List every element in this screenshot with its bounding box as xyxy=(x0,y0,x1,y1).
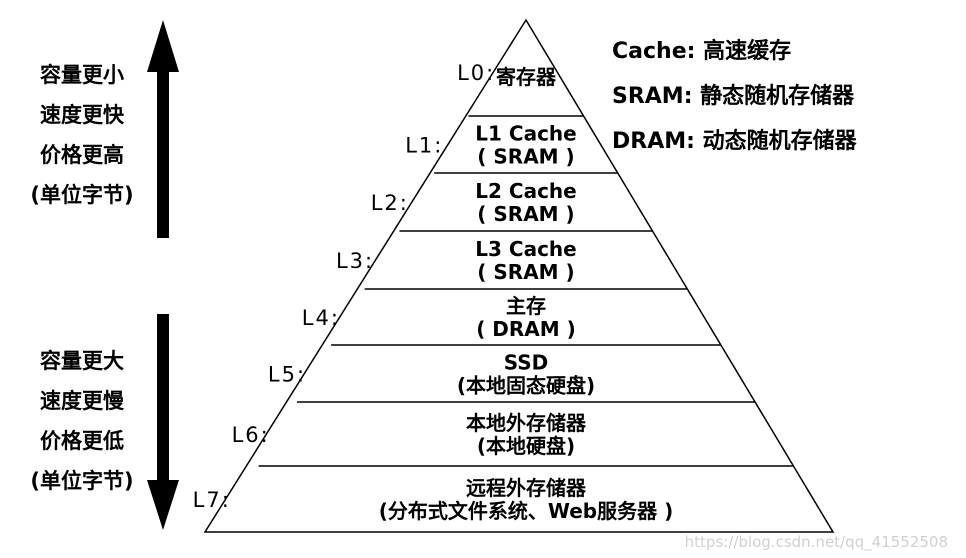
level-label: L3: xyxy=(336,249,374,273)
pyramid-outline xyxy=(203,18,835,533)
legend-dram: DRAM: 动态随机存储器 xyxy=(612,128,858,154)
level-label: L5: xyxy=(268,363,306,387)
level-0: L0:寄存器 xyxy=(457,61,557,89)
level-text: ( SRAM ) xyxy=(477,260,574,284)
watermark: https://blog.csdn.net/qq_41552508 xyxy=(685,533,948,552)
level-text: L1 Cache xyxy=(475,122,576,146)
level-text: (分布式文件系统、Web服务器 ) xyxy=(379,499,673,523)
level-label: L4: xyxy=(302,306,340,330)
level-label: L6: xyxy=(232,423,270,447)
top-side-line: 速度更快 xyxy=(40,103,125,127)
level-text: ( SRAM ) xyxy=(477,202,574,226)
level-label: L1: xyxy=(405,134,443,158)
bottom-side-line: 速度更慢 xyxy=(40,389,125,413)
top-side-label: 容量更小 速度更快 价格更高 (单位字节) xyxy=(30,63,133,207)
top-side-line: 容量更小 xyxy=(40,63,124,87)
level-4: L4: 主存( DRAM ) xyxy=(302,294,576,341)
up-arrow-icon xyxy=(147,20,179,238)
level-5: L5: SSD(本地固态硬盘) xyxy=(268,351,595,398)
level-text: SSD xyxy=(504,351,549,375)
level-label: L7: xyxy=(193,488,231,512)
level-2: L2: L2 Cache( SRAM ) xyxy=(371,179,577,226)
level-text: (本地硬盘) xyxy=(477,434,575,458)
bottom-side-line: 容量更大 xyxy=(40,349,124,373)
level-3: L3: L3 Cache( SRAM ) xyxy=(336,237,577,284)
level-text: L2 Cache xyxy=(475,179,576,203)
level-text: (本地固态硬盘) xyxy=(457,374,595,398)
bottom-side-line: (单位字节) xyxy=(30,469,133,493)
legend: Cache: 高速缓存 SRAM: 静态随机存储器 DRAM: 动态随机存储器 xyxy=(612,38,858,154)
level-label: L0: xyxy=(457,61,495,85)
legend-cache: Cache: 高速缓存 xyxy=(612,38,791,64)
level-text: ( SRAM ) xyxy=(477,145,574,169)
legend-sram: SRAM: 静态随机存储器 xyxy=(612,83,855,109)
level-text: ( DRAM ) xyxy=(476,317,576,341)
level-text: 远程外存储器 xyxy=(466,476,587,500)
down-arrow-icon xyxy=(147,314,179,530)
level-6: L6: 本地外存储器(本地硬盘) xyxy=(232,411,587,458)
level-7: L7: 远程外存储器(分布式文件系统、Web服务器 ) xyxy=(193,476,674,523)
level-1: L1: L1 Cache( SRAM ) xyxy=(405,122,577,169)
top-side-line: 价格更高 xyxy=(40,143,124,167)
level-text: 本地外存储器 xyxy=(466,411,587,435)
level-label: L2: xyxy=(371,191,409,215)
level-text: 主存 xyxy=(506,294,546,318)
bottom-side-label: 容量更大 速度更慢 价格更低 (单位字节) xyxy=(30,349,133,493)
level-text: L3 Cache xyxy=(475,237,576,261)
bottom-side-line: 价格更低 xyxy=(40,429,124,453)
level-text: 寄存器 xyxy=(496,65,557,89)
top-side-line: (单位字节) xyxy=(30,183,133,207)
